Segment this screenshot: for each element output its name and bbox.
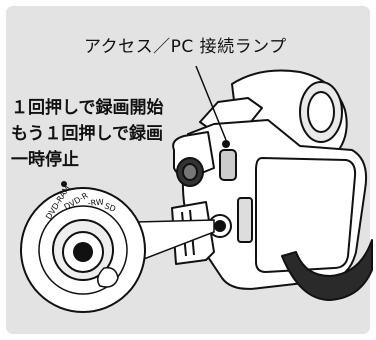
record-button-label: １回押しで録画開始 もう１回押しで録画 一時停止 <box>11 95 164 173</box>
record-label-line-1: １回押しで録画開始 <box>11 98 164 118</box>
record-label-line-2: もう１回押しで録画 <box>11 124 163 144</box>
lamp-leader-line <box>195 65 227 141</box>
record-label-line-3: 一時停止 <box>11 150 79 170</box>
dial-marking-rw: -RW <box>87 198 104 208</box>
access-lamp-label: アクセス／PC 接続ランプ <box>84 37 287 57</box>
mode-dial-closeup <box>20 181 146 313</box>
access-lamp-icon <box>222 140 230 148</box>
dial-marking-sd: SD <box>103 201 117 213</box>
camcorder-illustration <box>171 69 373 301</box>
